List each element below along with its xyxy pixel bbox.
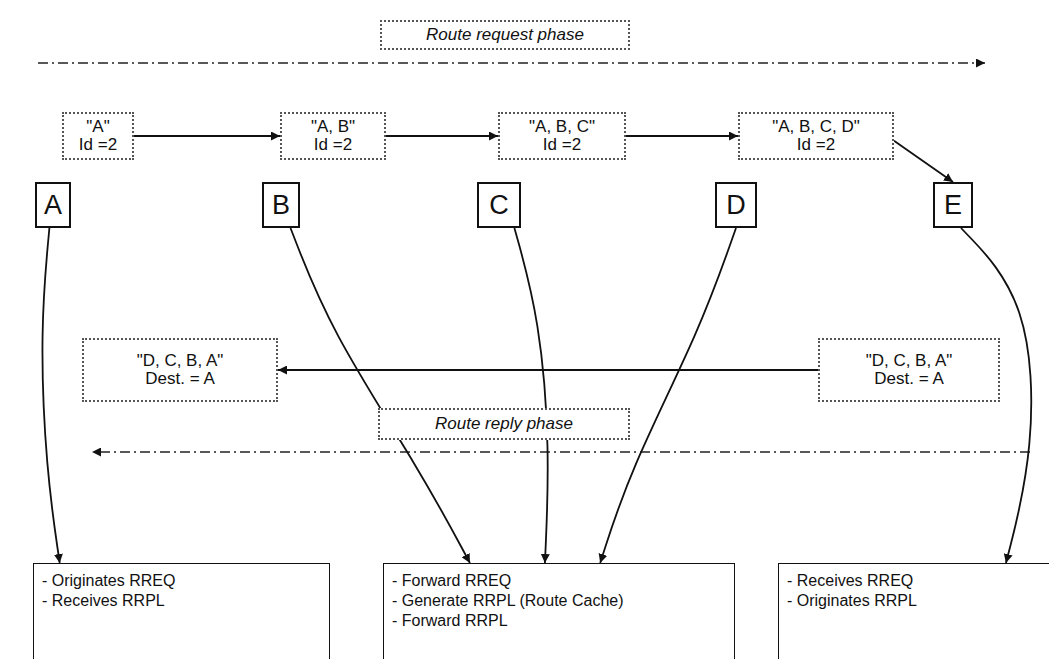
phase-label: Route request phase <box>380 20 630 50</box>
node-text: B <box>272 190 290 221</box>
node-box: D <box>715 182 757 228</box>
edge-group <box>42 136 1031 563</box>
role-box: - Forward RREQ- Generate RRPL (Route Cac… <box>383 563 735 659</box>
flow-arrow <box>134 135 280 137</box>
node-text: - Receives RRPL <box>42 591 165 611</box>
rreq-packet: "A, B, C"Id =2 <box>498 112 626 160</box>
node-text: Id =2 <box>543 136 581 154</box>
node-box: B <box>262 182 300 228</box>
node-text: "D, C, B, A" <box>137 352 224 370</box>
rreq-packet: "A, B, C, D"Id =2 <box>738 112 894 160</box>
node-text: "A" <box>86 118 109 136</box>
flow-arrow <box>278 369 818 371</box>
node-text: D <box>726 190 746 221</box>
node-text: Id =2 <box>797 136 835 154</box>
node-text: Route request phase <box>426 25 584 45</box>
node-text: E <box>944 190 962 221</box>
flow-arrow <box>291 228 470 563</box>
node-text: C <box>489 190 509 221</box>
rrpl-packet: "D, C, B, A"Dest. = A <box>818 338 1000 402</box>
role-box: - Originates RREQ- Receives RRPL <box>33 563 330 659</box>
node-text: "A, B, C, D" <box>772 118 860 136</box>
flow-arrow <box>42 228 59 563</box>
node-box: A <box>35 182 71 228</box>
node-text: Id =2 <box>314 136 352 154</box>
node-text: "A, B" <box>311 118 355 136</box>
rrpl-packet: "D, C, B, A"Dest. = A <box>82 338 278 402</box>
node-text: "A, B, C" <box>529 118 595 136</box>
node-text: "D, C, B, A" <box>866 352 953 370</box>
node-text: - Originates RRPL <box>787 591 917 611</box>
node-text: - Forward RREQ <box>392 571 511 591</box>
flow-arrow <box>514 228 547 563</box>
request-phase-arrow <box>38 62 985 64</box>
reply-phase-arrow <box>92 451 1030 453</box>
flow-arrow <box>626 135 738 137</box>
node-text: Id =2 <box>79 136 117 154</box>
node-text: - Originates RREQ <box>42 571 175 591</box>
node-text: - Generate RRPL (Route Cache) <box>392 591 624 611</box>
flow-arrow <box>894 141 953 182</box>
rreq-packet: "A"Id =2 <box>62 112 134 160</box>
node-text: - Forward RRPL <box>392 611 508 631</box>
flow-arrow <box>600 228 736 563</box>
flow-arrow <box>386 135 498 137</box>
rreq-packet: "A, B"Id =2 <box>280 112 386 160</box>
phase-label: Route reply phase <box>378 408 630 440</box>
node-box: C <box>477 182 521 228</box>
node-box: E <box>933 182 973 228</box>
node-text: - Receives RREQ <box>787 571 913 591</box>
node-text: Dest. = A <box>874 370 943 388</box>
node-text: A <box>44 190 62 221</box>
node-text: Route reply phase <box>435 414 573 434</box>
node-text: Dest. = A <box>145 370 214 388</box>
role-box: - Receives RREQ- Originates RRPL <box>778 563 1049 659</box>
